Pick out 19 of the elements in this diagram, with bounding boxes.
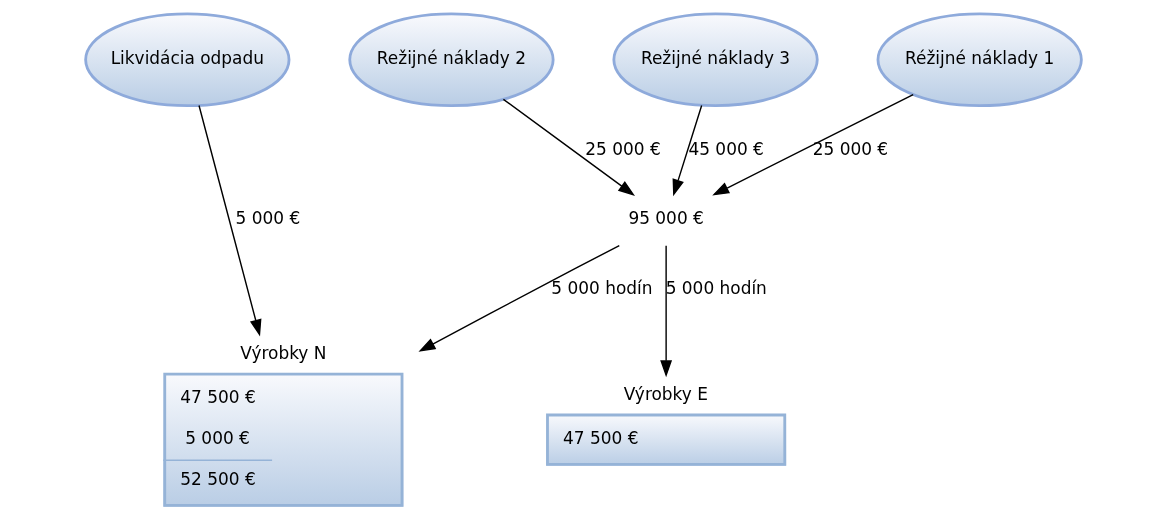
edge-label: 5 000 hodín [665,278,767,299]
edge-label: 25 000 € [812,138,889,159]
arrow [502,98,636,196]
arrow [198,104,262,337]
arrow [660,244,673,378]
edge-label: 45 000 € [688,138,764,159]
node-ellipse: Likvidácia odpadu [84,12,291,108]
node-ellipse: Režijné náklady 3 [612,12,819,108]
edge-label: 5 000 € [235,208,301,229]
edge-label: 25 000 € [585,138,661,159]
arrow [712,93,914,196]
node-label: Výrobky E [623,384,708,405]
node-ellipse: Réžijné náklady 1 [876,12,1083,108]
node-label: Výrobky N [240,343,327,364]
node-ellipse: Režijné náklady 2 [348,12,555,108]
arrow [672,104,703,197]
edge-label: 5 000 hodín [551,278,653,299]
node-text: 95 000 € [628,208,704,229]
arrow [418,244,620,352]
